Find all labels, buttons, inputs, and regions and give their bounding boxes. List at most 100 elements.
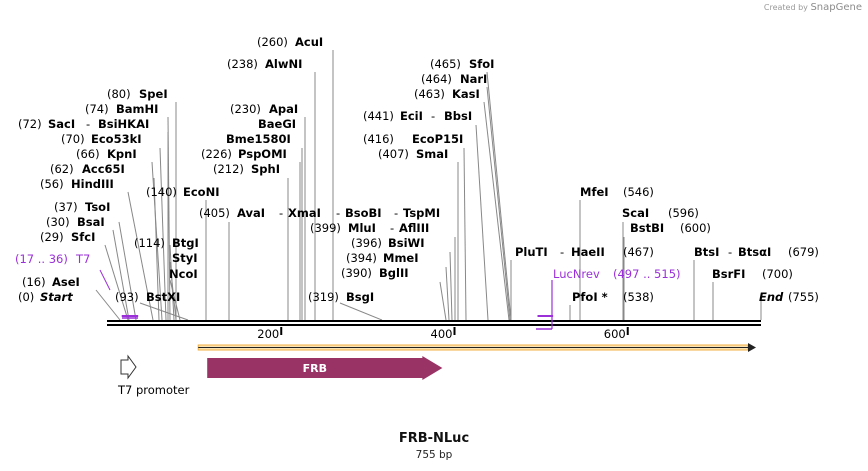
site-label: BstXI (146, 290, 180, 304)
site-label: AlwNI (265, 57, 302, 71)
site-label: (538) (623, 290, 654, 304)
site-label: AflIII (399, 221, 429, 235)
site-label: BtsαI (738, 245, 771, 259)
site-label: BglII (379, 266, 409, 280)
site-label: (700) (762, 267, 793, 281)
site-label: (319) (308, 290, 339, 304)
features: FRB T7 promoter (117, 343, 756, 397)
site-label: KasI (452, 87, 480, 101)
site-label: (390) (341, 266, 372, 280)
site-label: StyI (172, 251, 198, 265)
site-label: EciI (400, 109, 423, 123)
site-label: BsiWI (388, 236, 425, 250)
site-label: BstBI (630, 221, 664, 235)
site-label: (755) (788, 290, 819, 304)
site-label: - (86, 117, 90, 131)
site-label: (140) (146, 185, 177, 199)
site-labels: (260)AcuI(238)AlwNI(465)SfoI(464)NarI(46… (15, 35, 819, 304)
site-label: (37) (54, 200, 78, 214)
site-label: AvaI (237, 206, 265, 220)
site-label: XmaI (288, 206, 321, 220)
map-title: FRB-NLuc (398, 431, 470, 446)
site-label: - (560, 245, 564, 259)
site-label: (465) (430, 57, 461, 71)
site-label: (396) (351, 236, 382, 250)
site-label: (16) (22, 275, 46, 289)
site-label: SacI (48, 117, 75, 131)
site-label: TspMI (403, 206, 440, 220)
site-label: LucNrev (553, 267, 600, 281)
site-label: MmeI (383, 251, 419, 265)
site-label: EcoP15I (412, 132, 463, 146)
site-label: (463) (414, 87, 445, 101)
ruler: 200 400 600 (257, 327, 629, 341)
ruler-label: 600 (604, 327, 626, 341)
site-label: - (279, 206, 283, 220)
site-label: BaeGI (258, 117, 296, 131)
snapgene-logo: SnapGene (810, 2, 862, 13)
site-label: BsrFI (712, 267, 745, 281)
site-label: (497 .. 515) (613, 267, 681, 281)
site-label: BsiHKAI (98, 117, 149, 131)
site-label: (30) (46, 215, 70, 229)
site-label: TsoI (85, 200, 110, 214)
primer-site-lucnrev (537, 315, 554, 317)
site-label: SphI (251, 162, 280, 176)
site-label: (230) (230, 102, 261, 116)
site-label: (600) (680, 221, 711, 235)
site-label: Bme1580I (226, 132, 291, 146)
ruler-label: 400 (431, 327, 453, 341)
site-label: MluI (348, 221, 376, 235)
site-label: (62) (50, 162, 74, 176)
site-label: End (759, 290, 784, 304)
site-label: KpnI (107, 147, 137, 161)
site-label: (0) (18, 290, 34, 304)
site-label: (405) (199, 206, 230, 220)
site-label: (394) (346, 251, 377, 265)
site-label: (29) (40, 230, 64, 244)
site-label: (93) (115, 290, 139, 304)
dna-backbone (107, 320, 761, 326)
site-label: (70) (61, 132, 85, 146)
site-label: BamHI (116, 102, 158, 116)
site-label: BtgI (172, 236, 199, 250)
t7-promoter-label: T7 promoter (117, 383, 190, 397)
site-label: Eco53kI (91, 132, 142, 146)
site-label: BsaI (77, 215, 105, 229)
site-label: (226) (201, 147, 232, 161)
site-label: - (390, 221, 394, 235)
site-label: (114) (134, 236, 165, 250)
site-label: BtsI (694, 245, 719, 259)
site-label: PfoI * (572, 290, 608, 304)
site-label: SmaI (416, 147, 448, 161)
site-label: (238) (227, 57, 258, 71)
site-label: BbsI (444, 109, 472, 123)
site-label: - (728, 245, 732, 259)
site-label: - (336, 206, 340, 220)
frb-feature-label: FRB (303, 362, 327, 375)
ruler-label: 200 (257, 327, 279, 341)
site-label: - (394, 206, 398, 220)
site-leader-lines (95, 50, 762, 321)
site-label: (72) (18, 117, 42, 131)
site-label: (464) (421, 72, 452, 86)
site-label: (56) (40, 177, 64, 191)
site-label: Acc65I (82, 162, 125, 176)
site-label: (399) (310, 221, 341, 235)
site-label: (17 .. 36) (15, 252, 68, 266)
site-label: (416) (363, 132, 394, 146)
primer-site-t7 (121, 315, 139, 317)
site-label: Start (40, 290, 73, 304)
site-label: ScaI (622, 206, 649, 220)
site-label: SfcI (71, 230, 95, 244)
site-label: - (431, 109, 435, 123)
snapgene-credit: Created by SnapGene (763, 2, 862, 13)
site-label: (407) (378, 147, 409, 161)
site-label: (66) (76, 147, 100, 161)
site-label: (679) (788, 245, 819, 259)
orf-arrowhead (748, 343, 756, 352)
site-label: EcoNI (183, 185, 219, 199)
site-label: T7 (75, 252, 90, 266)
frb-feature (207, 356, 443, 380)
